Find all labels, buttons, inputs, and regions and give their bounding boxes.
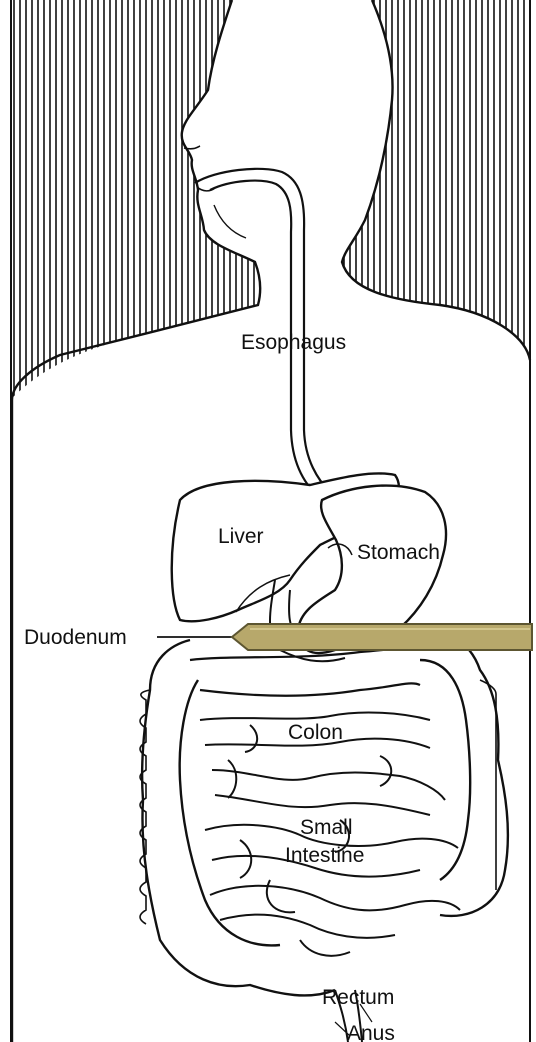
- pointer-arrow: [232, 624, 532, 650]
- label-stomach: Stomach: [357, 541, 440, 564]
- label-colon: Colon: [288, 721, 343, 744]
- label-liver: Liver: [218, 525, 264, 548]
- label-duodenum: Duodenum: [24, 626, 127, 649]
- label-small-intestine-line1: Small: [300, 816, 353, 839]
- label-rectum: Rectum: [322, 986, 394, 1009]
- label-anus: Anus: [347, 1022, 395, 1042]
- label-esophagus: Esophagus: [241, 331, 346, 354]
- label-small-intestine-line2: Intestine: [285, 844, 364, 867]
